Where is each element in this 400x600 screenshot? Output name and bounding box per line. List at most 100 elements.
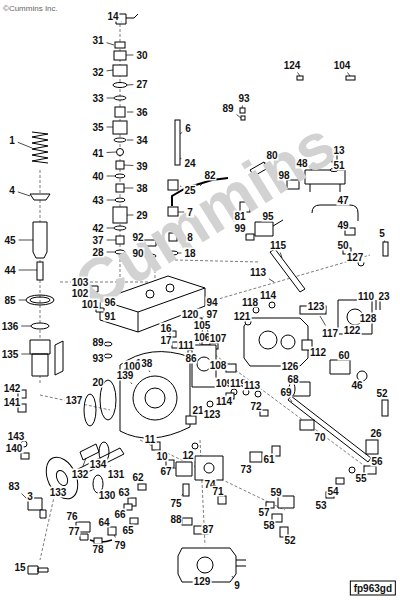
callout-number: 117 [321, 328, 339, 339]
callout-number: 56 [370, 456, 383, 467]
callout-number: 51 [332, 160, 345, 171]
callout-number: 97 [205, 309, 218, 320]
callout-number: 137 [65, 395, 84, 406]
callout-number: 140 [5, 443, 24, 454]
callout-number: 30 [135, 50, 148, 61]
leader-line [384, 241, 386, 243]
leader-line [18, 142, 32, 148]
callout-number: 88 [169, 514, 182, 525]
callout-number: 8 [186, 232, 194, 243]
callout-number: 78 [91, 544, 104, 555]
leader-line [21, 326, 31, 327]
callout-number: 99 [233, 223, 246, 234]
callout-number: 110 [357, 291, 375, 302]
callout-number: 24 [183, 158, 196, 169]
callout-number: 114 [215, 396, 233, 407]
callout-number: 15 [13, 562, 26, 573]
leader-line [180, 186, 181, 188]
callout-number: 53 [314, 500, 327, 511]
callout-number: 35 [91, 122, 104, 133]
callout-number: 16 [159, 323, 172, 334]
callout-number: 3 [26, 491, 34, 502]
callout-number: 133 [49, 487, 68, 498]
callout-number: 89 [91, 337, 104, 348]
callout-number: 134 [89, 459, 108, 470]
leader-line [19, 270, 37, 271]
callout-number: 50 [336, 240, 349, 251]
callout-number: 115 [269, 240, 287, 251]
callout-number: 37 [91, 235, 104, 246]
callout-number: 63 [117, 487, 130, 498]
leader-line [107, 176, 115, 177]
leader-line [203, 316, 204, 317]
callout-number: 42 [91, 223, 104, 234]
callout-number: 59 [269, 487, 282, 498]
leader-line [124, 165, 133, 167]
leader-line [127, 215, 133, 216]
callout-number: 38 [135, 183, 148, 194]
callout-number: 101 [81, 299, 100, 310]
leader-line [127, 112, 133, 113]
callout-number: 48 [295, 158, 308, 169]
callout-number: 77 [67, 526, 80, 537]
callout-number: 86 [184, 353, 197, 364]
callout-number: 93 [237, 93, 250, 104]
leader-line [107, 127, 113, 128]
callout-number: 83 [7, 481, 20, 492]
leader-line [182, 494, 183, 496]
callout-number: 39 [135, 161, 148, 172]
callout-number: 113 [243, 380, 261, 391]
callout-number: 66 [113, 509, 126, 520]
leader-line [180, 132, 182, 134]
leader-line [232, 576, 234, 578]
callout-number: 9 [233, 580, 241, 591]
callout-number: 58 [262, 520, 275, 531]
leader-line [110, 466, 111, 468]
callout-number: 62 [131, 472, 144, 483]
callout-number: 10 [155, 451, 168, 462]
callout-number: 54 [326, 486, 339, 497]
callout-number: 32 [91, 67, 104, 78]
callout-number: 33 [91, 93, 104, 104]
callout-number: 143 [7, 431, 26, 442]
callout-number: 46 [350, 380, 363, 391]
callout-number: 122 [343, 325, 362, 336]
callout-number: 123 [203, 409, 222, 420]
leader-line [348, 73, 351, 77]
callout-number: 4 [8, 185, 16, 196]
callout-number: 127 [346, 252, 365, 263]
leader-line [21, 354, 30, 355]
callout-number: 49 [336, 220, 349, 231]
callout-number: 136 [1, 321, 20, 332]
leader-line [237, 115, 241, 118]
callout-number: 130 [98, 490, 117, 501]
callout-number: 141 [3, 397, 22, 408]
callout-number: 124 [283, 60, 302, 71]
callout-number: 14 [106, 11, 119, 22]
leader-line [242, 106, 244, 109]
callout-number: 98 [277, 170, 290, 181]
callout-number: 5 [378, 228, 386, 239]
callout-number: 6 [184, 123, 192, 134]
callout-number: 103 [71, 277, 90, 288]
leader-line [126, 55, 133, 56]
callout-number: 118 [241, 297, 259, 308]
leader-line [311, 430, 312, 431]
callout-number: 128 [359, 313, 378, 324]
callout-number: 64 [97, 517, 110, 528]
figure-code: fp963gd [350, 581, 396, 596]
callout-number: 40 [91, 171, 104, 182]
callout-number: 26 [369, 428, 382, 439]
leader-line [180, 158, 181, 160]
callout-number: 12 [181, 450, 194, 461]
callout-number: 120 [181, 309, 200, 320]
leader-line [18, 192, 30, 196]
callout-number: 17 [159, 335, 172, 346]
callout-number: 70 [313, 432, 326, 443]
leader-line [127, 140, 133, 141]
callout-number: 52 [283, 535, 296, 546]
callout-number: 87 [201, 524, 214, 535]
